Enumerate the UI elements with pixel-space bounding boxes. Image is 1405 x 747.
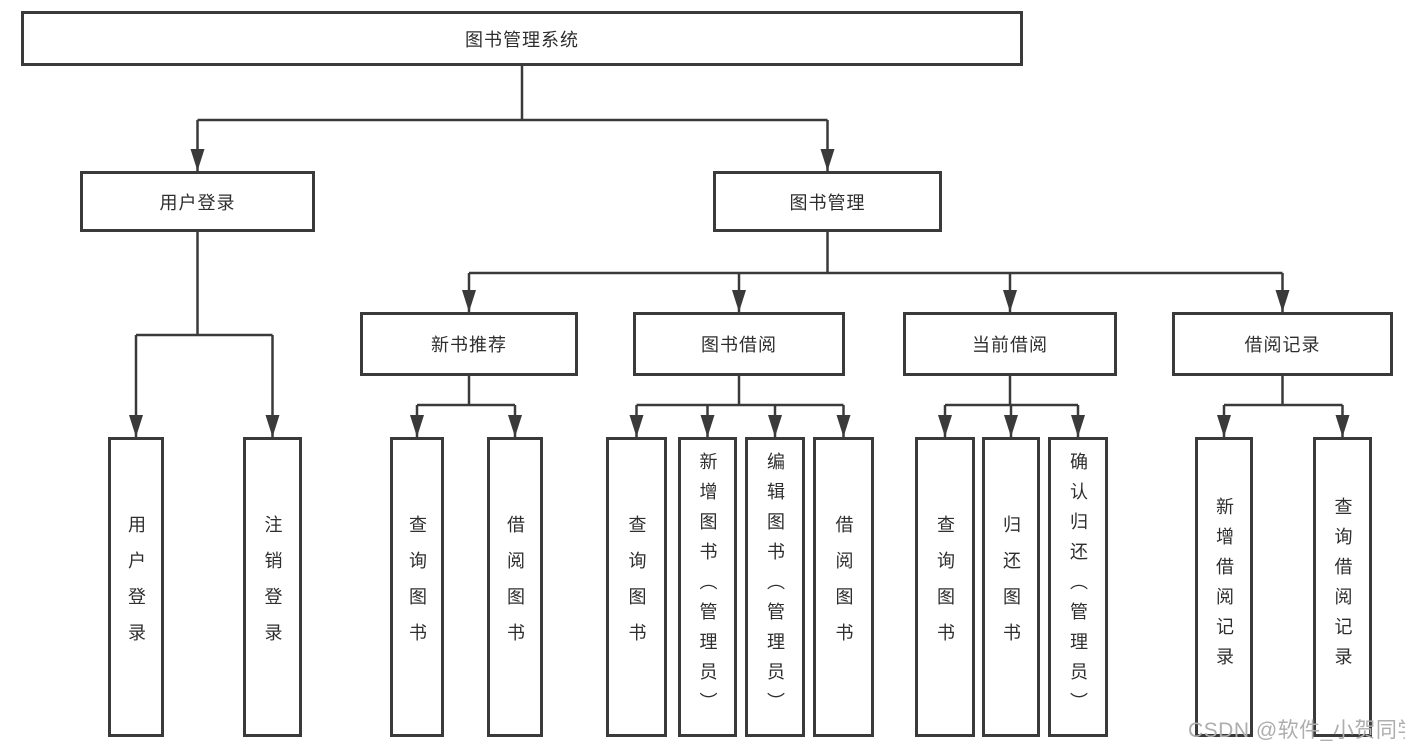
node-leaf-bb-add-books-admin: 新增图书（管理员） [678, 437, 737, 737]
connector-root-to-level2 [196, 66, 829, 171]
node-leaf-nbr-query-books: 查询图书 [390, 437, 444, 737]
node-leaf-user-login-label: 用户登录 [126, 515, 146, 659]
connector-book-borrowing-to-leaves [635, 376, 845, 437]
node-leaf-user-login: 用户登录 [108, 437, 164, 737]
node-book-management-label: 图书管理 [789, 192, 866, 213]
node-root-library-management-system: 图书管理系统 [21, 11, 1023, 66]
node-leaf-br-add-record: 新增借阅记录 [1195, 437, 1253, 737]
connector-book-management-to-level3 [467, 232, 1284, 312]
connector-borrowing-records-to-leaves [1222, 376, 1344, 437]
node-leaf-bb-borrow-books: 借阅图书 [813, 437, 874, 737]
node-new-book-recommend-label: 新书推荐 [431, 335, 507, 355]
node-new-book-recommend: 新书推荐 [360, 312, 578, 376]
connector-new-book-recommend-to-leaves [415, 376, 517, 437]
node-leaf-cb-confirm-return-admin-label: 确认归还（管理员） [1068, 452, 1088, 722]
node-leaf-br-query-record-label: 查询借阅记录 [1332, 497, 1353, 677]
arrowheads [129, 149, 1350, 437]
node-user-login-label: 用户登录 [159, 192, 236, 213]
node-leaf-logout-label: 注销登录 [262, 515, 283, 659]
node-leaf-cb-query-books-label: 查询图书 [935, 515, 955, 659]
node-leaf-bb-query-books-label: 查询图书 [626, 515, 647, 659]
node-leaf-cb-confirm-return-admin: 确认归还（管理员） [1048, 437, 1108, 737]
node-leaf-bb-edit-books-admin: 编辑图书（管理员） [745, 437, 805, 737]
node-leaf-nbr-borrow-books: 借阅图书 [487, 437, 543, 737]
node-leaf-bb-edit-books-admin-label: 编辑图书（管理员） [765, 452, 785, 722]
node-leaf-br-query-record: 查询借阅记录 [1313, 437, 1372, 737]
connector-user-login-to-leaves [134, 232, 274, 437]
node-book-borrowing-label: 图书借阅 [701, 335, 777, 355]
node-leaf-nbr-query-books-label: 查询图书 [407, 515, 427, 659]
watermark-text: CSDN @软件_小贺同学 [1188, 719, 1405, 742]
node-leaf-bb-add-books-admin-label: 新增图书（管理员） [697, 452, 718, 722]
node-current-borrowing: 当前借阅 [903, 312, 1117, 376]
node-leaf-cb-return-books-label: 归还图书 [1001, 515, 1021, 659]
node-leaf-bb-query-books: 查询图书 [606, 437, 667, 737]
node-borrowing-records-label: 借阅记录 [1244, 335, 1321, 355]
node-current-borrowing-label: 当前借阅 [972, 335, 1048, 355]
node-root-label: 图书管理系统 [465, 29, 579, 50]
node-leaf-nbr-borrow-books-label: 借阅图书 [505, 515, 525, 659]
node-leaf-cb-query-books: 查询图书 [915, 437, 975, 737]
node-leaf-bb-borrow-books-label: 借阅图书 [833, 515, 854, 659]
node-user-login: 用户登录 [80, 171, 315, 232]
node-borrowing-records: 借阅记录 [1172, 312, 1393, 376]
node-leaf-logout: 注销登录 [243, 437, 302, 737]
node-leaf-br-add-record-label: 新增借阅记录 [1214, 497, 1234, 677]
node-book-management: 图书管理 [713, 171, 942, 232]
node-book-borrowing: 图书借阅 [633, 312, 845, 376]
node-leaf-cb-return-books: 归还图书 [982, 437, 1040, 737]
